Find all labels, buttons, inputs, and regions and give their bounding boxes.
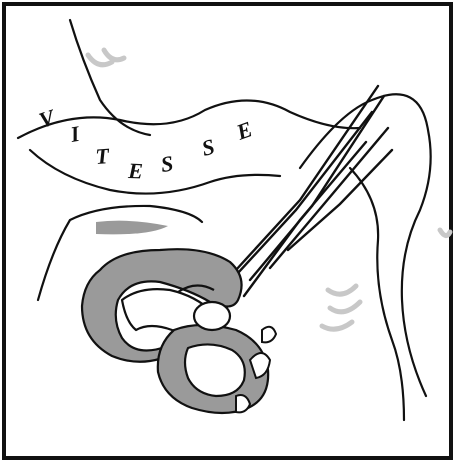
- lower-loop: [158, 325, 268, 413]
- letter-e-1: E: [127, 158, 144, 184]
